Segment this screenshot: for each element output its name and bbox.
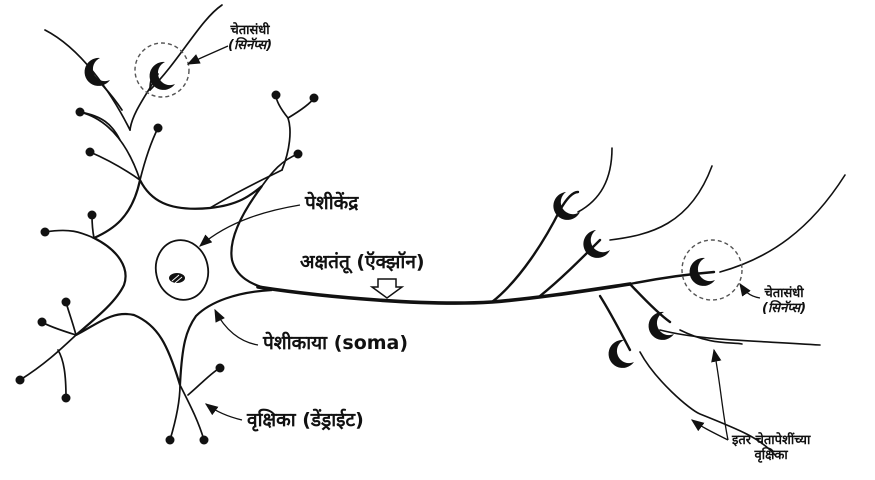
label-synapse-top-alt: (सिनॅप्स) — [228, 37, 273, 53]
label-other-dendrites-line2: वृक्षिका — [754, 447, 788, 463]
label-synapse-top-text: चेतासंधी — [230, 23, 270, 38]
synapse-highlight-top — [134, 42, 190, 98]
dendrite-end-knobs — [15, 90, 319, 445]
label-synapse-right-alt: (सिनॅप्स) — [762, 300, 807, 316]
label-axon: अक्षतंतू (ऍक्झॉन) — [300, 251, 425, 273]
nucleus — [154, 239, 210, 301]
hollow-down-arrow-icon — [369, 278, 405, 299]
label-synapse-top: चेतासंधी (सिनॅप्स) — [228, 23, 273, 54]
other-neuron-dendrites — [577, 147, 846, 456]
arrow-synapse-right — [739, 282, 761, 299]
label-dendrite: वृक्षिका (डेंड्राईट) — [247, 409, 364, 431]
label-soma: पेशीकाया (soma) — [263, 332, 409, 354]
dendrites — [19, 4, 315, 441]
synaptic-boutons — [84, 57, 715, 368]
label-synapse-right: चेतासंधी (सिनॅप्स) — [762, 286, 807, 317]
arrow-nucleus — [199, 204, 301, 247]
arrow-dendrite — [204, 403, 243, 421]
soma-outline — [75, 176, 273, 386]
arrow-synapse-top — [186, 45, 229, 65]
synapse-highlight-right — [681, 239, 743, 301]
arrow-other-dendrites-2 — [690, 419, 729, 441]
axon-terminals — [490, 190, 716, 352]
label-synapse-right-text: चेतासंधी — [764, 286, 804, 301]
label-nucleus: पेशीकेंद्र — [305, 192, 359, 214]
label-other-dendrites-line1: इतर चेतापेशींच्या — [732, 433, 811, 448]
arrow-other-dendrites-1 — [711, 348, 729, 441]
arrow-soma — [214, 308, 259, 346]
axon — [256, 282, 632, 305]
label-other-dendrites: इतर चेतापेशींच्या वृक्षिका — [732, 433, 811, 464]
